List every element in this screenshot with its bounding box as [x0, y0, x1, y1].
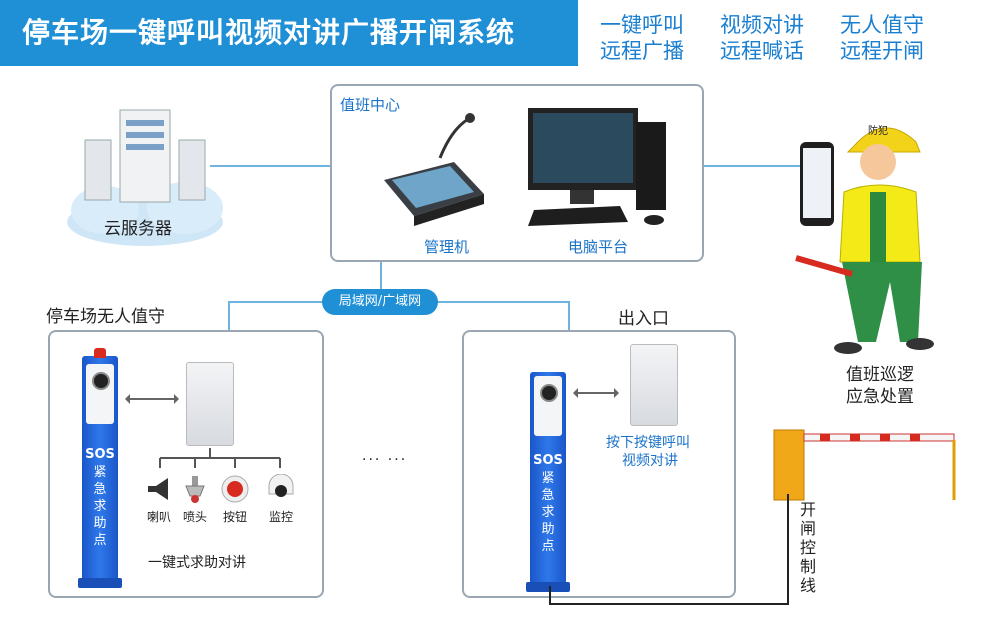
sos-label: SOS	[85, 447, 115, 462]
camera-lens-icon	[540, 384, 558, 402]
page-title: 停车场一键呼叫视频对讲广播开闸系统	[0, 0, 578, 66]
ellipsis: ... ...	[362, 448, 408, 464]
unattended-caption: 一键式求助对讲	[148, 555, 246, 571]
patrol-label-2: 应急处置	[846, 387, 914, 407]
device-camera: 监控	[264, 473, 298, 525]
barrier-gate-icon	[773, 429, 956, 501]
intercom-panel-right	[630, 344, 678, 426]
cloud-server: 云服务器	[60, 100, 230, 250]
duty-center-panel: 值班中心 管理机 电脑平台	[330, 84, 704, 262]
gate-char: 线	[800, 576, 817, 595]
feature-item: 无人值守	[840, 13, 924, 37]
device-label: 监控	[268, 510, 293, 524]
speaker-icon	[148, 478, 168, 500]
device-button: 按钮	[218, 474, 252, 525]
pillar-intercom-arrow	[125, 394, 179, 404]
button-icon	[221, 475, 249, 503]
pillar-char: 点	[541, 539, 555, 554]
network-link-line	[380, 258, 382, 292]
feature-item: 远程喊话	[720, 39, 804, 63]
sprinkler-icon	[185, 476, 205, 503]
gate-char: 闸	[800, 519, 817, 538]
pc-platform-label: 电脑平台	[568, 238, 629, 256]
gate-char: 开	[800, 500, 817, 519]
device-label: 喷头	[182, 510, 207, 524]
entrance-panel	[462, 330, 736, 598]
feature-item: 一键呼叫	[600, 13, 684, 37]
sos-pillar-right: SOS 紧 急 求 助 点	[526, 372, 570, 592]
gate-control-wire	[549, 494, 789, 605]
cloud-icon	[67, 109, 223, 246]
feature-list: 一键呼叫 视频对讲 无人值守 远程广播 远程喊话 远程开闸	[600, 12, 960, 64]
sos-pillar-left: SOS 紧 急 求 助 点	[78, 348, 122, 588]
cloud-label: 云服务器	[104, 219, 172, 239]
pillar-char: 紧	[541, 471, 555, 486]
guard-figure	[795, 127, 934, 354]
feature-item: 远程广播	[600, 39, 684, 63]
feature-item: 视频对讲	[720, 13, 804, 37]
camera-icon	[268, 473, 294, 497]
entrance-caption-2: 视频对讲	[622, 453, 678, 469]
gate-char: 控	[800, 538, 817, 557]
pillar-char: 助	[93, 516, 107, 531]
sos-label: SOS	[533, 453, 563, 468]
guard-helmet-text: 防犯	[868, 126, 888, 137]
cloud-link-line	[210, 165, 332, 167]
pillar-intercom-arrow-right	[573, 388, 619, 398]
manager-label: 管理机	[424, 238, 470, 256]
manager-console-icon	[384, 113, 484, 226]
device-connector-lines	[159, 448, 281, 468]
pillar-char: 求	[93, 499, 107, 514]
device-speaker: 喇叭	[142, 474, 176, 525]
unattended-title: 停车场无人值守	[46, 307, 165, 327]
gate-control-label: 开 闸 控 制 线	[800, 500, 820, 595]
pillar-char: 点	[93, 533, 107, 548]
entrance-title: 出入口	[618, 309, 669, 329]
gate-char: 制	[800, 557, 817, 576]
phone-link-line	[700, 165, 800, 167]
pillar-char: 急	[93, 482, 107, 497]
alarm-light-icon	[94, 348, 106, 358]
pillar-char: 紧	[93, 465, 107, 480]
device-label: 按钮	[222, 510, 247, 524]
right-drop-line	[568, 301, 570, 331]
entrance-caption-1: 按下按键呼叫	[606, 435, 690, 451]
network-badge: 局域网/广域网	[322, 289, 438, 315]
feature-item: 远程开闸	[840, 39, 924, 63]
left-drop-line	[228, 301, 230, 331]
pillar-char: 求	[541, 505, 555, 520]
intercom-panel-left	[186, 362, 234, 446]
device-sprinkler: 喷头	[178, 474, 212, 525]
device-label: 喇叭	[146, 510, 171, 524]
camera-lens-icon	[92, 372, 110, 390]
pillar-char: 助	[541, 522, 555, 537]
smartphone-icon	[800, 142, 834, 226]
duty-center-title: 值班中心	[340, 96, 401, 114]
pillar-char: 急	[541, 488, 555, 503]
computer-icon	[528, 108, 666, 226]
patrol-label-1: 值班巡逻	[846, 365, 914, 385]
